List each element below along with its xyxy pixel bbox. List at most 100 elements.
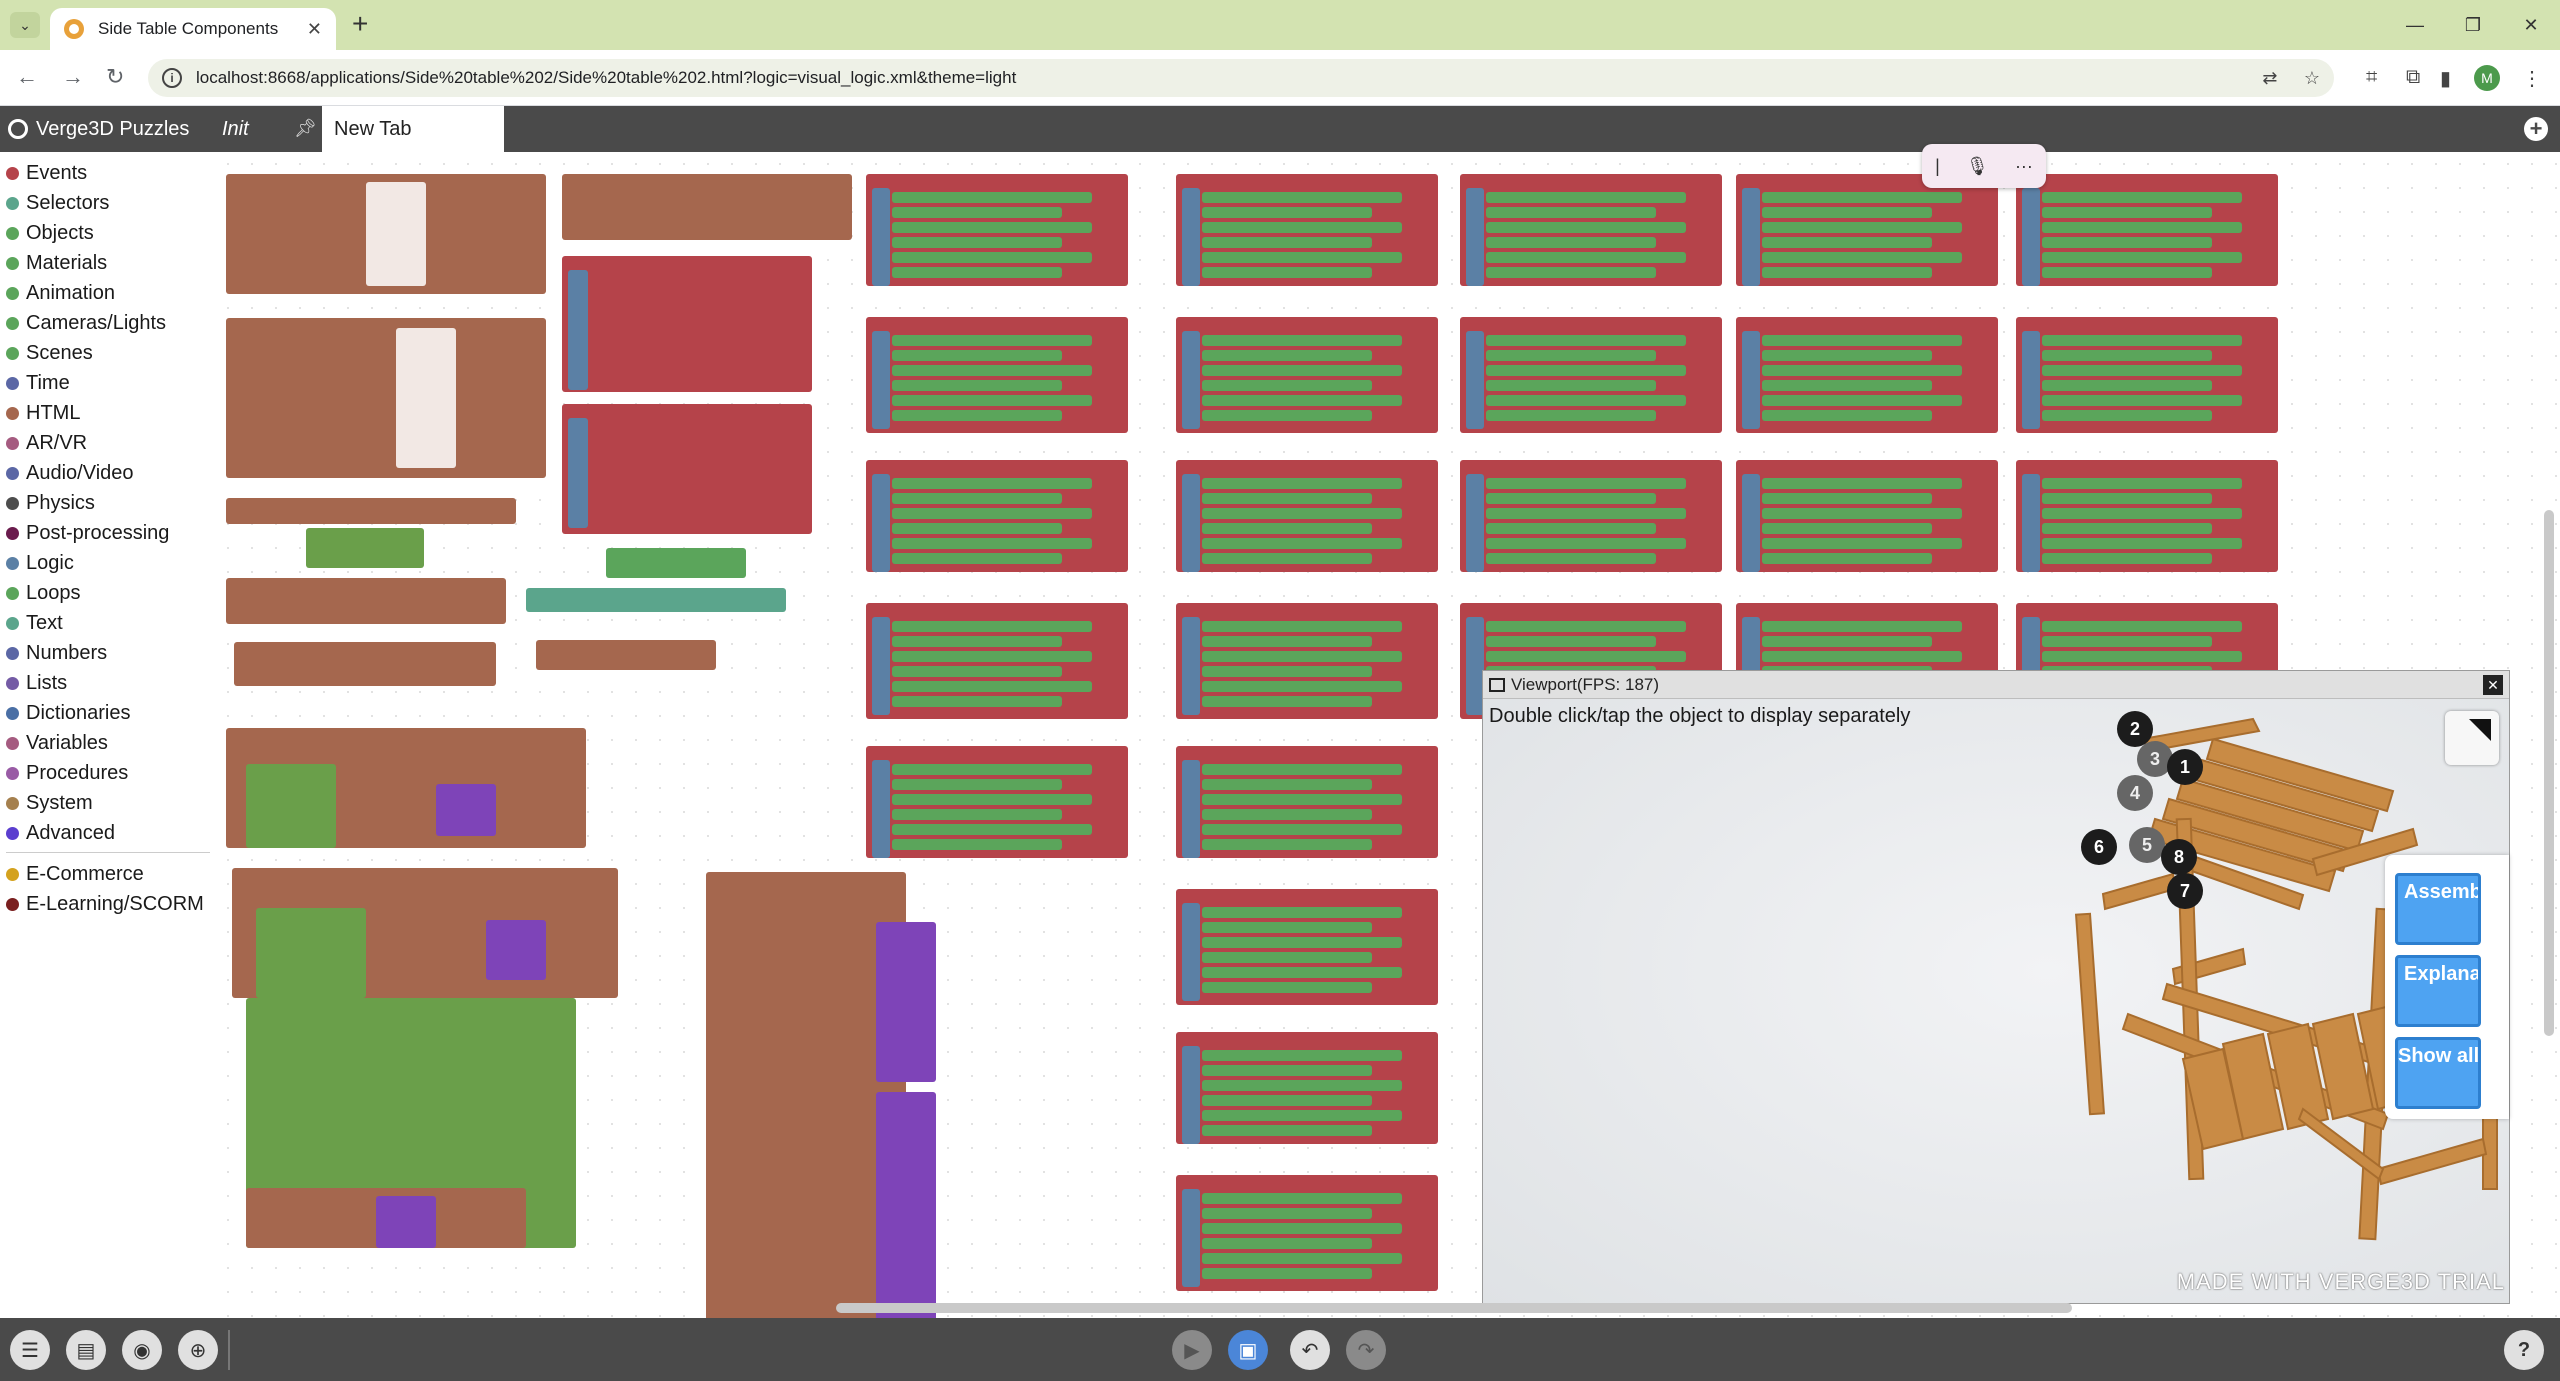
camera-puzzle[interactable]: [2042, 395, 2242, 406]
camera-puzzle[interactable]: [2042, 252, 2242, 263]
camera-puzzle[interactable]: [1202, 478, 1402, 489]
camera-puzzle[interactable]: [1486, 365, 1686, 376]
viewport-window[interactable]: Viewport(FPS: 187) ✕ Double click/tap th…: [1482, 670, 2510, 1304]
when-clicked-puzzle[interactable]: [562, 404, 812, 534]
camera-puzzle[interactable]: [1762, 252, 1962, 263]
camera-puzzle[interactable]: [892, 764, 1092, 775]
camera-puzzle[interactable]: [892, 621, 1092, 632]
camera-puzzle[interactable]: [1202, 824, 1402, 835]
camera-puzzle[interactable]: [1202, 410, 1372, 421]
camera-puzzle[interactable]: [1202, 553, 1372, 564]
camera-puzzle[interactable]: [892, 696, 1062, 707]
if-else-puzzle[interactable]: [1182, 760, 1200, 858]
viewport-close-button[interactable]: ✕: [2483, 675, 2503, 695]
camera-puzzle[interactable]: [2042, 267, 2212, 278]
toolbox-category-audio-video[interactable]: Audio/Video: [0, 458, 216, 488]
bookmark-star-icon[interactable]: ☆: [2303, 67, 2320, 88]
camera-puzzle[interactable]: [892, 779, 1062, 790]
center-workspace-icon[interactable]: ⊕: [178, 1330, 218, 1370]
toolbox-category-cameras-lights[interactable]: Cameras/Lights: [0, 308, 216, 338]
camera-puzzle[interactable]: [1202, 237, 1372, 248]
camera-puzzle[interactable]: [1486, 207, 1656, 218]
translate-extension-icon[interactable]: ⌗: [2366, 66, 2378, 88]
camera-puzzle[interactable]: [2042, 207, 2212, 218]
side-table-model[interactable]: [1483, 699, 2509, 1303]
toolbox-category-post-processing[interactable]: Post-processing: [0, 518, 216, 548]
camera-puzzle[interactable]: [2042, 621, 2242, 632]
toolbox-category-selectors[interactable]: Selectors: [0, 188, 216, 218]
camera-puzzle[interactable]: [892, 809, 1062, 820]
camera-puzzle[interactable]: [1202, 350, 1372, 361]
value-fields[interactable]: [396, 328, 456, 468]
camera-puzzle[interactable]: [1762, 636, 1932, 647]
if-else-puzzle[interactable]: [1182, 331, 1200, 429]
if-else-puzzle[interactable]: [872, 188, 890, 286]
camera-puzzle[interactable]: [1762, 380, 1932, 391]
if-else-puzzle[interactable]: [1182, 903, 1200, 1001]
set-html-property-puzzle[interactable]: [234, 642, 496, 686]
toolbox-category-objects[interactable]: Objects: [0, 218, 216, 248]
camera-puzzle[interactable]: [1202, 809, 1372, 820]
if-else-puzzle[interactable]: [1182, 474, 1200, 572]
toolbox-category-system[interactable]: System: [0, 788, 216, 818]
if-else-puzzle[interactable]: [872, 331, 890, 429]
site-info-icon[interactable]: i: [162, 68, 182, 88]
camera-puzzle[interactable]: [606, 548, 746, 578]
browser-tab[interactable]: Side Table Components ✕: [50, 8, 336, 50]
clean-up-icon[interactable]: ▤: [66, 1330, 106, 1370]
camera-puzzle[interactable]: [892, 192, 1092, 203]
camera-puzzle[interactable]: [1202, 952, 1372, 963]
camera-puzzle[interactable]: [1486, 651, 1686, 662]
address-bar[interactable]: i localhost:8668/applications/Side%20tab…: [148, 59, 2334, 97]
camera-puzzle[interactable]: [1762, 523, 1932, 534]
camera-puzzle[interactable]: [1202, 365, 1402, 376]
play-animation-puzzle[interactable]: [246, 764, 336, 848]
camera-puzzle[interactable]: [1486, 636, 1656, 647]
workspace-horizontal-scrollbar[interactable]: [836, 1303, 2072, 1313]
camera-puzzle[interactable]: [1202, 523, 1372, 534]
camera-puzzle[interactable]: [1486, 553, 1656, 564]
camera-puzzle[interactable]: [1202, 681, 1402, 692]
save-icon[interactable]: ▣: [1228, 1330, 1268, 1370]
camera-puzzle[interactable]: [2042, 365, 2242, 376]
if-else-puzzle[interactable]: [1466, 474, 1484, 572]
camera-puzzle[interactable]: [892, 538, 1092, 549]
if-else-puzzle[interactable]: [2022, 188, 2040, 286]
workspace-tab-init[interactable]: Init: [222, 106, 249, 152]
toolbox-category-time[interactable]: Time: [0, 368, 216, 398]
if-else-puzzle[interactable]: [1466, 617, 1484, 715]
part-marker[interactable]: 2: [2117, 711, 2153, 747]
create-list-puzzle[interactable]: [486, 920, 546, 980]
camera-puzzle[interactable]: [1202, 794, 1402, 805]
toolbox-category-text[interactable]: Text: [0, 608, 216, 638]
add-html-element-puzzle[interactable]: [562, 174, 852, 240]
toolbox-category-logic[interactable]: Logic: [0, 548, 216, 578]
new-tab-button[interactable]: +: [352, 8, 369, 39]
camera-puzzle[interactable]: [1762, 267, 1932, 278]
toolbox-category-lists[interactable]: Lists: [0, 668, 216, 698]
camera-puzzle[interactable]: [2042, 523, 2212, 534]
camera-puzzle[interactable]: [1202, 666, 1372, 677]
camera-puzzle[interactable]: [1202, 395, 1402, 406]
toolbox-category-e-commerce[interactable]: E-Commerce: [0, 859, 216, 889]
camera-puzzle[interactable]: [1202, 779, 1372, 790]
camera-puzzle[interactable]: [1762, 222, 1962, 233]
part-marker[interactable]: 7: [2167, 873, 2203, 909]
collapse-all-icon[interactable]: ☰: [10, 1330, 50, 1370]
camera-puzzle[interactable]: [1202, 1253, 1402, 1264]
camera-puzzle[interactable]: [1486, 395, 1686, 406]
camera-puzzle[interactable]: [892, 350, 1062, 361]
toolbox-category-advanced[interactable]: Advanced: [0, 818, 216, 848]
camera-puzzle[interactable]: [1202, 1095, 1372, 1106]
camera-puzzle[interactable]: [892, 410, 1062, 421]
part-marker[interactable]: 6: [2081, 829, 2117, 865]
set-html-property-puzzle[interactable]: [226, 578, 506, 624]
toolbox-category-html[interactable]: HTML: [0, 398, 216, 428]
camera-puzzle[interactable]: [892, 252, 1092, 263]
camera-puzzle[interactable]: [1202, 252, 1402, 263]
camera-puzzle[interactable]: [892, 636, 1062, 647]
camera-puzzle[interactable]: [1762, 192, 1962, 203]
toolbox-category-e-learning-scorm[interactable]: E-Learning/SCORM: [0, 889, 216, 919]
camera-puzzle[interactable]: [892, 553, 1062, 564]
microphone-icon[interactable]: 🎙︎: [1965, 155, 1989, 176]
